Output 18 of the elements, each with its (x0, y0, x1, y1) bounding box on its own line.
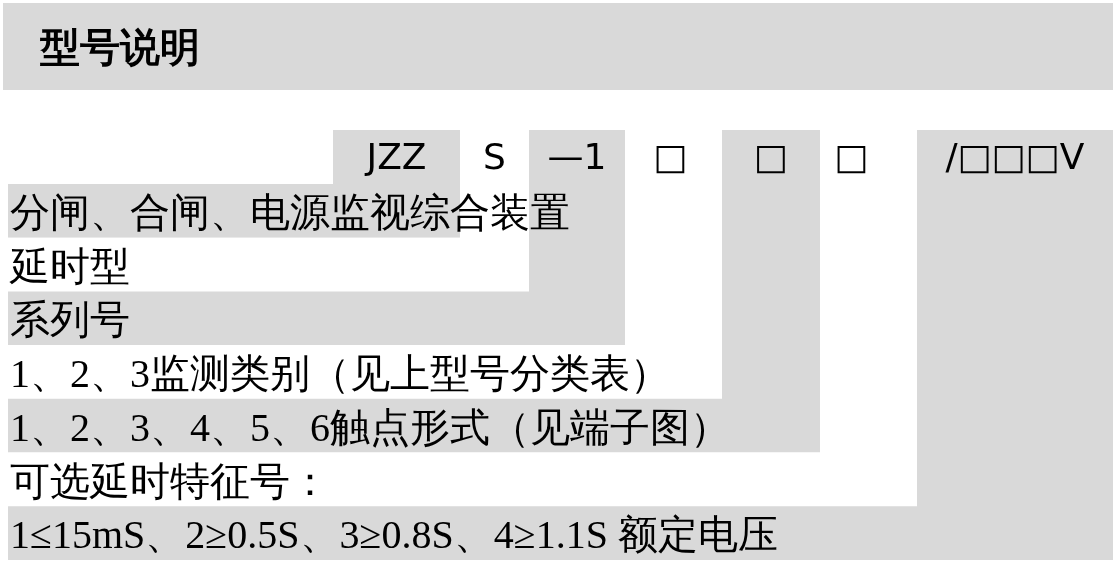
code-label: S (483, 137, 506, 177)
description: 分闸、合闸、电源监视综合装置 (10, 192, 570, 234)
description: 系列号 (10, 299, 130, 342)
code-label: JZZ (366, 137, 427, 177)
title: 型号说明 (40, 26, 200, 70)
description: 1、2、3监测类别（见上型号分类表） (10, 353, 670, 396)
code-band (8, 130, 625, 346)
code-label: □ (834, 137, 869, 177)
description: 延时型 (10, 245, 130, 288)
description: 可选延时特征号： (10, 460, 330, 503)
code-band (8, 130, 820, 453)
code-label: —1 (547, 137, 607, 177)
description: 1≤15mS、2≥0.5S、3≥0.8S、4≥1.1S 额定电压 (10, 514, 778, 557)
code-label: /□□□V (945, 137, 1085, 177)
description: 1、2、3、4、5、6触点形式（见端子图） (10, 406, 730, 449)
code-band (8, 130, 1113, 560)
code-label: □ (754, 137, 788, 177)
code-label: □ (653, 137, 688, 177)
